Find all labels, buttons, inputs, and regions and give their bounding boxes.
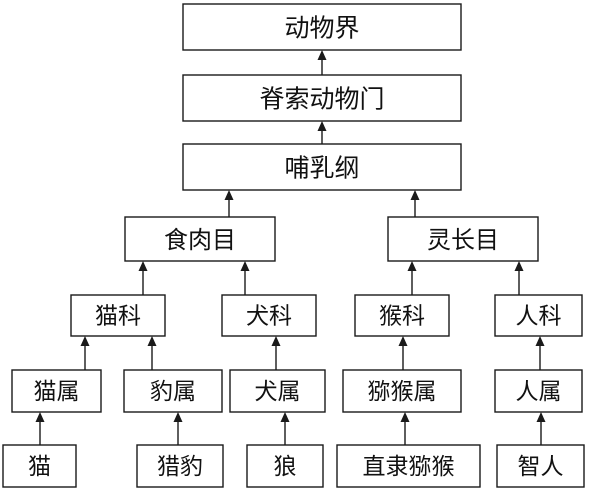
arrowhead-icon <box>80 336 90 346</box>
node-box <box>182 143 462 191</box>
arrowhead-icon <box>317 50 327 60</box>
node-box <box>336 444 481 488</box>
node-box <box>496 444 585 488</box>
node-box <box>2 444 77 488</box>
node-animalia: 动物界 <box>182 3 462 51</box>
node-box <box>229 369 326 413</box>
arrowhead-icon <box>138 261 148 271</box>
edge-homo-to-hominidae <box>535 336 545 370</box>
arrowhead-icon <box>514 261 524 271</box>
node-box <box>123 369 223 413</box>
node-label: 狼 <box>274 454 297 480</box>
node-box <box>387 216 539 262</box>
node-human: 智人 <box>496 444 585 488</box>
node-label: 豹属 <box>150 379 196 405</box>
arrowhead-icon <box>173 412 183 422</box>
node-box <box>246 444 324 488</box>
node-label: 脊索动物门 <box>259 85 384 114</box>
arrowhead-icon <box>271 336 281 346</box>
edge-human-to-homo <box>536 412 546 445</box>
arrowhead-icon <box>280 412 290 422</box>
node-felidae: 猫科 <box>70 294 166 337</box>
node-box <box>221 294 317 337</box>
edge-macaca-to-cercopithecidae <box>398 336 408 370</box>
node-label: 犬科 <box>246 304 292 330</box>
node-canis: 犬属 <box>229 369 326 413</box>
node-box <box>342 369 462 413</box>
node-primates: 灵长目 <box>387 216 539 262</box>
node-label: 猫属 <box>34 379 80 405</box>
node-box <box>11 369 102 413</box>
node-carnivora: 食肉目 <box>124 216 276 262</box>
node-box <box>182 74 462 122</box>
edge-canis-to-canidae <box>271 336 281 370</box>
arrowhead-icon <box>410 190 420 200</box>
edge-hominidae-to-primates <box>514 261 524 295</box>
node-macaca: 猕猴属 <box>342 369 462 413</box>
arrowhead-icon <box>407 261 417 271</box>
node-label: 犬属 <box>255 379 301 405</box>
edge-rhesus-to-macaca <box>400 412 410 445</box>
node-box <box>354 294 450 337</box>
node-cercopithecidae: 猴科 <box>354 294 450 337</box>
node-box <box>182 3 462 51</box>
arrowhead-icon <box>35 412 45 422</box>
node-box <box>70 294 166 337</box>
node-wolf: 狼 <box>246 444 324 488</box>
node-label: 灵长目 <box>427 226 499 254</box>
node-cat: 猫 <box>2 444 77 488</box>
node-acinonyx: 豹属 <box>123 369 223 413</box>
edge-mammalia-to-chordata <box>317 121 327 144</box>
edge-chordata-to-animalia <box>317 50 327 75</box>
edge-felis-to-felidae <box>80 336 90 370</box>
edge-canidae-to-carnivora <box>240 261 250 295</box>
arrowhead-icon <box>224 190 234 200</box>
arrowhead-icon <box>400 412 410 422</box>
edge-primates-to-mammalia <box>410 190 420 217</box>
edge-cheetah-to-acinonyx <box>173 412 183 445</box>
node-homo: 人属 <box>494 369 583 413</box>
node-label: 猴科 <box>379 304 425 330</box>
edges-layer <box>35 50 546 445</box>
node-cheetah: 猎豹 <box>136 444 224 488</box>
arrowhead-icon <box>147 336 157 346</box>
node-label: 动物界 <box>284 14 359 43</box>
node-box <box>136 444 224 488</box>
edge-acinonyx-to-felidae <box>147 336 157 370</box>
node-mammalia: 哺乳纲 <box>182 143 462 191</box>
edge-wolf-to-canis <box>280 412 290 445</box>
node-canidae: 犬科 <box>221 294 317 337</box>
node-label: 智人 <box>518 454 564 480</box>
node-label: 食肉目 <box>164 226 236 254</box>
node-rhesus: 直隶猕猴 <box>336 444 481 488</box>
node-label: 直隶猕猴 <box>363 454 455 480</box>
node-label: 哺乳纲 <box>284 154 359 183</box>
edge-cercopithecidae-to-primates <box>407 261 417 295</box>
arrowhead-icon <box>317 121 327 131</box>
node-label: 猎豹 <box>157 454 203 480</box>
arrowhead-icon <box>398 336 408 346</box>
arrowhead-icon <box>536 412 546 422</box>
edge-cat-to-felis <box>35 412 45 445</box>
node-box <box>494 369 583 413</box>
edge-felidae-to-carnivora <box>138 261 148 295</box>
node-label: 猫科 <box>95 304 141 330</box>
node-felis: 猫属 <box>11 369 102 413</box>
node-box <box>494 294 583 337</box>
edge-carnivora-to-mammalia <box>224 190 234 217</box>
node-hominidae: 人科 <box>494 294 583 337</box>
node-chordata: 脊索动物门 <box>182 74 462 122</box>
arrowhead-icon <box>240 261 250 271</box>
node-label: 猕猴属 <box>368 379 437 405</box>
node-label: 猫 <box>28 454 51 480</box>
arrowhead-icon <box>535 336 545 346</box>
node-box <box>124 216 276 262</box>
node-label: 人属 <box>516 379 562 405</box>
node-label: 人科 <box>516 304 562 330</box>
